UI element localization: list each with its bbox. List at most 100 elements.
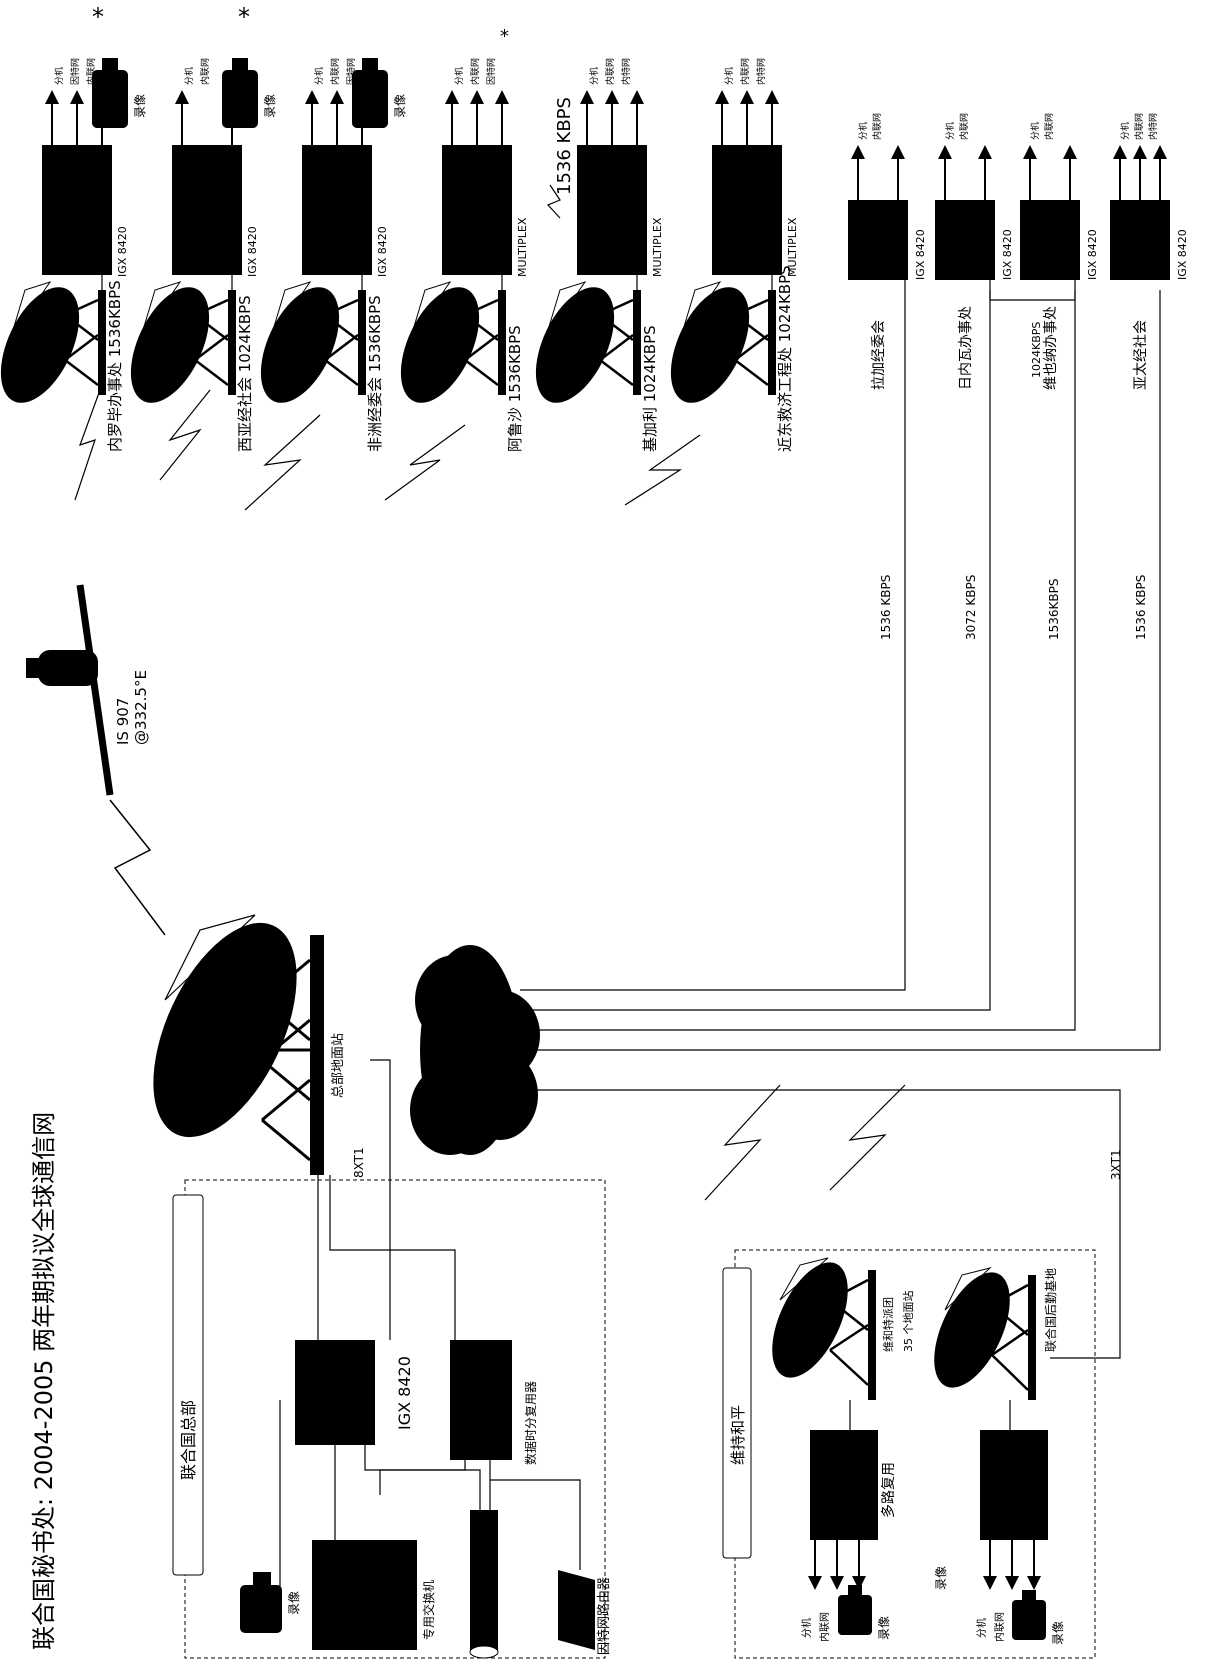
site-device-label: MULTIPLEX xyxy=(516,217,529,277)
hq-dish-icon xyxy=(124,901,326,1175)
site-device-label: IGX 8420 xyxy=(1176,229,1189,280)
site-output-arrow-arrowhead xyxy=(605,90,619,104)
site-output-label: 分机 xyxy=(183,67,195,85)
site-video-label: 录像 xyxy=(263,94,277,118)
site-output-arrow-arrowhead xyxy=(938,145,952,159)
peace-station-1-label: 维和特派团 xyxy=(881,1297,895,1352)
camera-lens-icon xyxy=(362,58,378,72)
site-device xyxy=(302,145,372,275)
hq-box-label: 联合国总部 xyxy=(179,1400,198,1480)
site-output-arrow-arrowhead xyxy=(330,90,344,104)
tower-icon xyxy=(98,290,106,395)
site-output-label: 因特网 xyxy=(485,58,497,85)
hq-pbx-device xyxy=(312,1540,417,1650)
vsat-site: MULTIPLEX分机内联网内特网近东救济工程处 1024KBPS xyxy=(655,58,799,452)
hq-link-label: 8XT1 xyxy=(352,1147,366,1178)
site-device xyxy=(1110,200,1170,280)
vsat-site: IGX 8420分机因特网内联网录像内罗毕办事处 1536KBPS xyxy=(0,58,147,452)
dish-icon xyxy=(385,275,495,414)
site-output-arrow-arrowhead xyxy=(470,90,484,104)
site-device xyxy=(935,200,995,280)
terrestrial-rate-label: 1536 KBPS xyxy=(1134,575,1148,640)
site-output-arrow-arrowhead xyxy=(630,90,644,104)
hq-video-label: 录像 xyxy=(287,1591,301,1615)
terrestrial-rate-label: 1536 KBPS xyxy=(879,575,893,640)
site-output-arrow-arrowhead xyxy=(1063,145,1077,159)
peace-output-arrowhead xyxy=(1005,1576,1019,1590)
site-output-arrow-arrowhead xyxy=(580,90,594,104)
peace-video-2-label: 录像 xyxy=(1051,1621,1065,1645)
camera-icon xyxy=(222,70,258,128)
site-device xyxy=(1020,200,1080,280)
terrestrial-sites: IGX 8420分机内联网拉加经委会IGX 8420分机内联网日内瓦办事处IGX… xyxy=(848,113,1189,390)
site-output-label: 内联网 xyxy=(739,58,751,85)
site-output-arrow-arrowhead xyxy=(445,90,459,104)
site-output-label: 分机 xyxy=(1119,122,1131,140)
site-name: 维也纳办事处 xyxy=(1043,306,1059,390)
hq-cylinder-icon xyxy=(470,1510,498,1658)
site-name-rate: 阿鲁沙 1536KBPS xyxy=(506,325,524,452)
dish-icon xyxy=(655,275,765,414)
site-device-label: IGX 8420 xyxy=(1086,229,1099,280)
peace-device-2 xyxy=(980,1430,1048,1540)
dish-icon xyxy=(245,275,355,414)
camera-icon xyxy=(92,70,128,128)
peace-link-label: 3XT1 xyxy=(1109,1149,1123,1180)
site-output-arrow-arrowhead xyxy=(891,145,905,159)
peace-station-2-label: 联合国后勤基地 xyxy=(1043,1268,1058,1352)
site-name-rate: 近东救济工程处 1024KBPS xyxy=(776,265,794,452)
site-output-arrow-arrowhead xyxy=(851,145,865,159)
site-output-label: 内联网 xyxy=(958,113,970,140)
site-device-label: IGX 8420 xyxy=(116,226,129,277)
site-name: 亚太经社会 xyxy=(1133,320,1149,390)
peace-output-2-ext: 分机 xyxy=(975,1618,988,1638)
peace-box-label: 维持和平 xyxy=(729,1405,747,1465)
peace-camera-2-icon xyxy=(1012,1590,1046,1640)
peace-station-1-count: 35 个地面站 xyxy=(901,1291,915,1353)
site-device xyxy=(712,145,782,275)
site-output-arrow-arrowhead xyxy=(1153,145,1167,159)
site-device-label: IGX 8420 xyxy=(376,226,389,277)
peace-mux-device xyxy=(810,1430,878,1540)
peace-video-caption: 录像 xyxy=(934,1566,948,1590)
site-output-label: 分机 xyxy=(453,67,465,85)
dish-icon xyxy=(0,275,95,414)
peace-output-2-intranet: 内联网 xyxy=(993,1612,1006,1642)
site-output-label: 分机 xyxy=(53,67,65,85)
site-output-arrow-arrowhead xyxy=(765,90,779,104)
site-name: 日内瓦办事处 xyxy=(958,306,974,390)
diagram-title: 联合国秘书处: 2004-2005 两年期拟议全球通信网 xyxy=(30,1112,58,1650)
site-output-label: 因特网 xyxy=(69,58,81,85)
site-device xyxy=(172,145,242,275)
site-device-label: IGX 8420 xyxy=(914,229,927,280)
site-output-label: 分机 xyxy=(313,67,325,85)
satellite-uplink-lightning xyxy=(110,800,165,935)
peace-output-arrowhead xyxy=(1027,1576,1041,1590)
site-output-arrow-arrowhead xyxy=(978,145,992,159)
peace-video-1-label: 录像 xyxy=(877,1616,891,1640)
satellite-name: IS 907 xyxy=(114,698,132,745)
hq-box-label-frame xyxy=(173,1195,203,1575)
star-mark-2: * xyxy=(238,3,250,31)
hq-router-label: 因特网路由器 xyxy=(596,1577,612,1655)
site-video-label: 录像 xyxy=(393,94,407,118)
camera-icon xyxy=(352,70,388,128)
site-output-arrow-arrowhead xyxy=(45,90,59,104)
site-output-label: 分机 xyxy=(944,122,956,140)
site-device-label: MULTIPLEX xyxy=(651,217,664,277)
geneva-vienna-link xyxy=(990,290,1075,300)
site-output-label: 内联网 xyxy=(604,58,616,85)
site-name-rate: 非洲经委会 1536KBPS xyxy=(366,295,384,452)
tower-icon xyxy=(633,290,641,395)
site-output-label: 内联网 xyxy=(329,58,341,85)
site-name: 拉加经委会 xyxy=(871,320,887,390)
peace-output-arrowhead xyxy=(830,1576,844,1590)
tower-icon xyxy=(228,290,236,395)
peace-camera-1-icon xyxy=(838,1585,872,1635)
terrestrial-site: IGX 8420分机内联网日内瓦办事处 xyxy=(935,113,1014,390)
site-output-arrow-arrowhead xyxy=(70,90,84,104)
terrestrial-link-lines xyxy=(520,275,1160,1358)
site-name-rate: 内罗毕办事处 1536KBPS xyxy=(106,280,124,452)
